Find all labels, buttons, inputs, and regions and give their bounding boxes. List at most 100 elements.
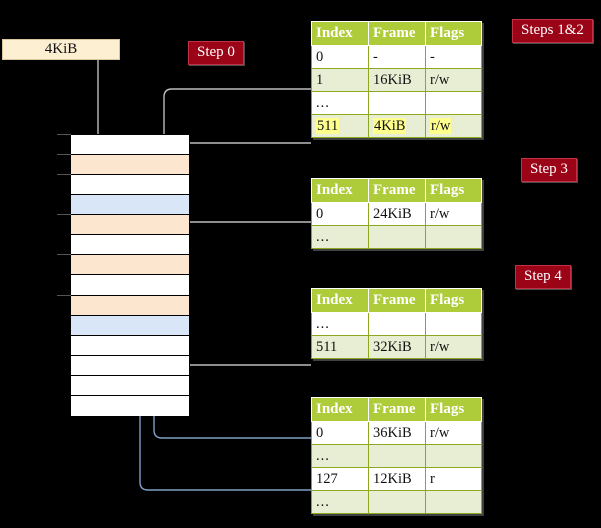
table-cell-index: ... [311,311,369,336]
memory-row-tick [57,254,71,256]
badge-step-4: Step 4 [515,265,571,289]
table-cell-frame [368,443,426,468]
memory-frame-row [71,135,189,156]
table-cell-index: 1 [311,67,369,92]
column-header-flags: Flags [425,288,482,313]
table-cell-index: ... [311,489,369,514]
table-cell-index: ... [311,224,369,249]
memory-frame-row [71,255,189,276]
badge-step-3-label: Step 3 [530,161,568,177]
table-cell-frame: 16KiB [368,67,426,92]
table-row[interactable]: ... [311,90,482,115]
table-cell-frame: 4KiB [368,113,426,138]
table-cell-flags: r/w [425,113,482,138]
column-header-frame: Frame [368,21,426,46]
source-frame-box: 4KiB [2,39,120,60]
column-header-frame: Frame [368,288,426,313]
table-cell-index: 511 [311,113,369,138]
table-cell-frame [368,489,426,514]
memory-frame-row [71,295,189,316]
badge-steps-1-2-label: Steps 1&2 [521,22,584,38]
memory-frame-row [71,335,189,356]
connector-step4 [179,308,311,366]
memory-frame-row [71,375,189,396]
table-cell-frame: 12KiB [368,466,426,491]
table-cell-flags: r/w [425,334,482,359]
table-cell-flags [425,489,482,514]
table-cell-frame [368,224,426,249]
table-cell-frame: 36KiB [368,420,426,445]
table-cell-frame: 24KiB [368,201,426,226]
memory-frame-row [71,235,189,256]
table-cell-index: 511 [311,334,369,359]
memory-frame-row [71,275,189,296]
memory-frame-row [71,175,189,196]
table-cell-flags [425,311,482,336]
memory-frame-row [71,315,189,336]
table-cell-index: 0 [311,44,369,69]
connector-step3 [179,221,311,258]
memory-frame-row [71,155,189,176]
column-header-frame: Frame [368,178,426,203]
badge-steps-1-2: Steps 1&2 [512,19,593,43]
column-header-index: Index [311,288,369,313]
table-cell-frame [368,90,426,115]
table-cell-frame: - [368,44,426,69]
memory-frame-row [71,355,189,376]
table-cell-flags: r/w [425,201,482,226]
table-cell-flags [425,90,482,115]
table-row[interactable]: ... [311,311,482,336]
memory-frame-row [71,395,189,416]
memory-row-tick [57,294,71,296]
table-row[interactable]: ... [311,224,482,249]
column-header-index: Index [311,178,369,203]
memory-row-tick [57,134,71,135]
column-header-flags: Flags [425,178,482,203]
memory-row-tick [57,214,71,216]
table-cell-flags [425,443,482,468]
badge-step-3: Step 3 [521,158,577,182]
table-cell-frame: 32KiB [368,334,426,359]
badge-step-4-label: Step 4 [524,268,562,284]
table-cell-flags: r/w [425,67,482,92]
column-header-flags: Flags [425,21,482,46]
column-header-frame: Frame [368,397,426,422]
column-header-index: Index [311,21,369,46]
table-cell-flags: r/w [425,420,482,445]
memory-row-tick [57,174,71,176]
table-cell-index: ... [311,443,369,468]
memory-frame-row [71,215,189,236]
column-header-flags: Flags [425,397,482,422]
memory-row-tick [57,154,71,156]
physical-memory-column [70,134,190,416]
column-header-index: Index [311,397,369,422]
table-row[interactable]: 0-- [311,44,482,69]
table-cell-index: ... [311,90,369,115]
badge-step-0: Step 0 [188,41,244,65]
table-cell-index: 0 [311,420,369,445]
table-cell-flags [425,224,482,249]
table-cell-index: 0 [311,201,369,226]
badge-step-0-label: Step 0 [197,44,235,60]
table-cell-index: 127 [311,466,369,491]
table-row[interactable]: ... [311,489,482,514]
table-cell-flags: - [425,44,482,69]
source-frame-label: 4KiB [44,41,78,57]
table-row[interactable]: ... [311,443,482,468]
memory-frame-row [71,195,189,216]
